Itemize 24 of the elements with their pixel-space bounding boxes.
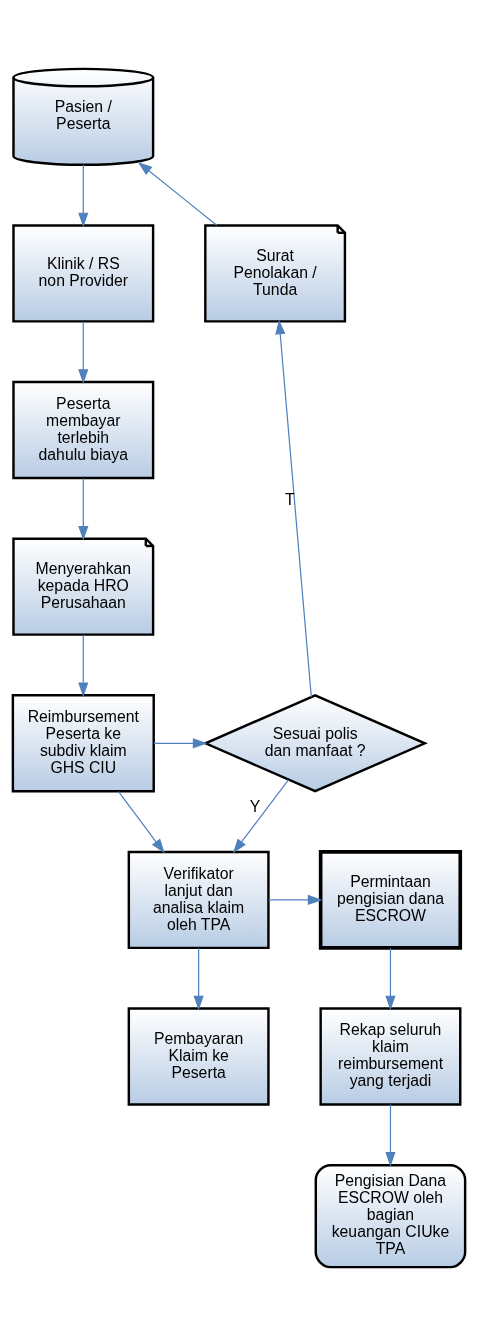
- node-box: Peserta membayar terlebih dahulu biaya: [12, 380, 155, 479]
- arrow: [78, 164, 89, 227]
- arrow: [117, 790, 165, 853]
- arrow: [153, 737, 208, 748]
- arrow: [385, 947, 396, 1010]
- node-box: Permintaan pengisian dana ESCROW: [318, 849, 463, 950]
- edge-label: T: [284, 490, 295, 508]
- arrow: [275, 319, 312, 697]
- arrow: [193, 947, 204, 1010]
- arrow: [268, 894, 323, 905]
- node-box: Reimbursement Peserta ke subdiv klaim GHS CIU: [11, 693, 155, 792]
- arrow: [385, 1103, 396, 1167]
- arrow: [137, 161, 218, 226]
- arrow: [78, 477, 89, 540]
- node-box: Pembayaran Klaim ke Peserta: [127, 1006, 270, 1106]
- arrow: [78, 320, 89, 384]
- node-box: Pengisian Dana ESCROW oleh bagian keuangan CIUke TPA: [314, 1163, 467, 1268]
- node-box: Klinik / RS non Provider: [12, 223, 155, 323]
- node-box: Rekap seluruh klaim reimbursement yang terjadi: [319, 1006, 462, 1106]
- edge-label: Y: [249, 797, 261, 815]
- arrow: [232, 778, 290, 853]
- node-box: Verifikator lanjut dan analisa klaim oleh TPA: [127, 850, 270, 949]
- node-diamond: Sesuai polis dan manfaat ?: [202, 693, 428, 793]
- arrow: [78, 633, 89, 697]
